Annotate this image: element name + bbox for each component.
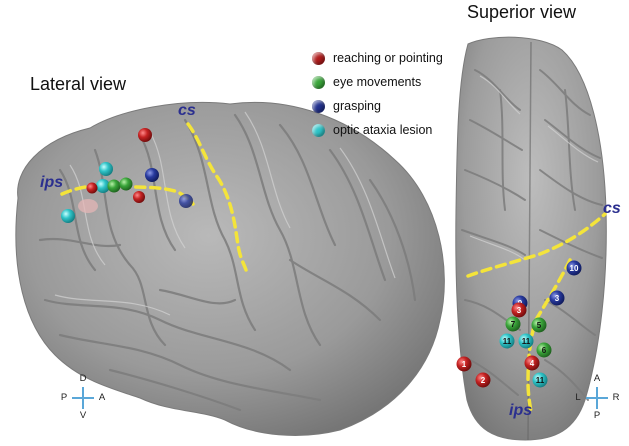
- reaching-marker: [138, 128, 152, 142]
- compass-posterior: P: [60, 392, 68, 403]
- superior-marker-dot: [566, 260, 582, 276]
- optic-ataxia-marker: [99, 162, 113, 176]
- superior-marker-dot: [505, 316, 521, 332]
- crosshair-icon: [72, 387, 94, 409]
- superior-marker: 11: [532, 372, 548, 388]
- legend: reaching or pointing eye movements grasp…: [312, 46, 443, 142]
- superior-marker: 3: [511, 302, 527, 318]
- superior-marker-dot: [532, 372, 548, 388]
- superior-marker-dot: [475, 372, 491, 388]
- reaching-dot-icon: [312, 51, 325, 65]
- reaching-marker: [86, 182, 98, 194]
- superior-marker-label: 4: [530, 359, 535, 368]
- superior-marker: 5: [531, 317, 547, 333]
- superior-ips-label: ips: [509, 402, 533, 419]
- compass-left: L: [575, 392, 581, 403]
- superior-view-title: Superior view: [467, 2, 577, 22]
- grasping-marker: [145, 168, 159, 182]
- optic-ataxia-marker: [61, 209, 75, 223]
- superior-cs-label: cs: [603, 200, 621, 217]
- superior-marker-dot: [536, 342, 552, 358]
- superior-marker: 10: [566, 260, 582, 276]
- lateral-compass: D V P A: [55, 373, 111, 423]
- superior-marker-label: 10: [570, 264, 579, 273]
- superior-marker: 3: [549, 290, 565, 306]
- lateral-view-title: Lateral view: [30, 74, 127, 94]
- superior-marker-label: 3: [555, 294, 560, 303]
- superior-marker-dot: [511, 302, 527, 318]
- superior-marker-dot: [549, 290, 565, 306]
- lateral-cs-line: [186, 122, 248, 272]
- superior-marker: 11: [518, 333, 534, 349]
- superior-marker-label: 6: [542, 346, 547, 355]
- eye-movements-dot-icon: [312, 75, 325, 89]
- superior-marker-dot: [456, 356, 472, 372]
- compass-right: R: [612, 392, 620, 403]
- legend-item-eye-movements: eye movements: [312, 70, 443, 94]
- superior-marker-label: 11: [536, 376, 545, 385]
- superior-marker-dot: [524, 355, 540, 371]
- superior-brain: 10393751111641211: [455, 36, 607, 441]
- superior-marker-label: 11: [522, 337, 531, 346]
- superior-marker: 2: [475, 372, 491, 388]
- lateral-ips-label: ips: [40, 174, 64, 191]
- superior-marker-label: 11: [503, 337, 512, 346]
- superior-marker-label: 1: [462, 360, 467, 369]
- eye-movement-marker: [107, 179, 121, 193]
- grasping-dot-icon: [312, 99, 325, 113]
- superior-marker-label: 3: [517, 306, 522, 315]
- superior-marker: 7: [505, 316, 521, 332]
- superior-marker-label: 2: [481, 376, 486, 385]
- superior-marker: 1: [456, 356, 472, 372]
- lateral-brain: [15, 101, 445, 436]
- superior-marker-dot: [499, 333, 515, 349]
- legend-label: optic ataxia lesion: [333, 123, 433, 137]
- superior-compass: A P L R: [569, 373, 625, 423]
- superior-marker-dot: [518, 333, 534, 349]
- legend-item-grasping: grasping: [312, 94, 443, 118]
- legend-item-optic-ataxia: optic ataxia lesion: [312, 118, 443, 142]
- superior-marker: 4: [524, 355, 540, 371]
- superior-marker-label: 5: [537, 321, 542, 330]
- superior-marker-dot: [531, 317, 547, 333]
- compass-ventral: V: [79, 410, 87, 421]
- legend-item-reaching: reaching or pointing: [312, 46, 443, 70]
- superior-marker-label: 7: [511, 320, 516, 329]
- legend-label: reaching or pointing: [333, 51, 443, 65]
- legend-label: eye movements: [333, 75, 422, 89]
- legend-label: grasping: [333, 99, 381, 113]
- superior-cs-line: [466, 212, 607, 278]
- lateral-cs-label: cs: [178, 102, 196, 119]
- reaching-marker: [133, 191, 145, 203]
- compass-posterior: P: [593, 410, 601, 421]
- grasping-marker: [179, 194, 193, 208]
- compass-anterior: A: [98, 392, 106, 403]
- eye-movement-marker: [119, 177, 133, 191]
- superior-marker: 11: [499, 333, 515, 349]
- crosshair-icon: [586, 387, 608, 409]
- compass-anterior: A: [593, 373, 601, 384]
- compass-dorsal: D: [79, 373, 87, 384]
- optic-ataxia-marker: [96, 179, 110, 193]
- superior-marker: 6: [536, 342, 552, 358]
- optic-ataxia-dot-icon: [312, 123, 325, 137]
